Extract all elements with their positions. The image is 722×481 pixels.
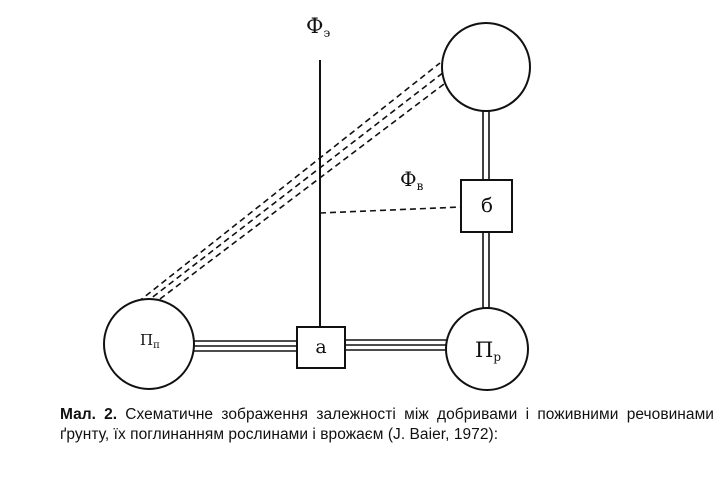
phi-v-label: Фв bbox=[400, 167, 424, 193]
node-pr-circle bbox=[445, 307, 529, 391]
box-a-label: а bbox=[315, 336, 326, 358]
link-a-pr bbox=[345, 339, 449, 351]
link-b-pr bbox=[482, 232, 490, 308]
caption-text: Схематичне зображення залежності між доб… bbox=[60, 406, 715, 443]
phi-e-label: Фэ bbox=[306, 14, 330, 40]
phi-v-dashed-line bbox=[319, 206, 462, 214]
node-pn-circle bbox=[103, 298, 195, 390]
triple-dashed-link bbox=[137, 62, 449, 306]
caption-lead: Мал. 2. bbox=[60, 406, 118, 423]
top-circle bbox=[441, 22, 531, 112]
link-pn-a bbox=[193, 340, 297, 352]
node-pn-label: Пп bbox=[140, 331, 160, 351]
figure-caption: Мал. 2. Схематичне зображення залежності… bbox=[60, 405, 714, 445]
box-a bbox=[296, 326, 346, 369]
link-top-b bbox=[482, 111, 490, 180]
node-pr-label: Пр bbox=[475, 338, 501, 364]
box-b-label: б bbox=[481, 193, 493, 217]
dependency-diagram: Фэ Фв Пп Пр а б bbox=[103, 14, 531, 391]
box-b bbox=[460, 179, 513, 233]
